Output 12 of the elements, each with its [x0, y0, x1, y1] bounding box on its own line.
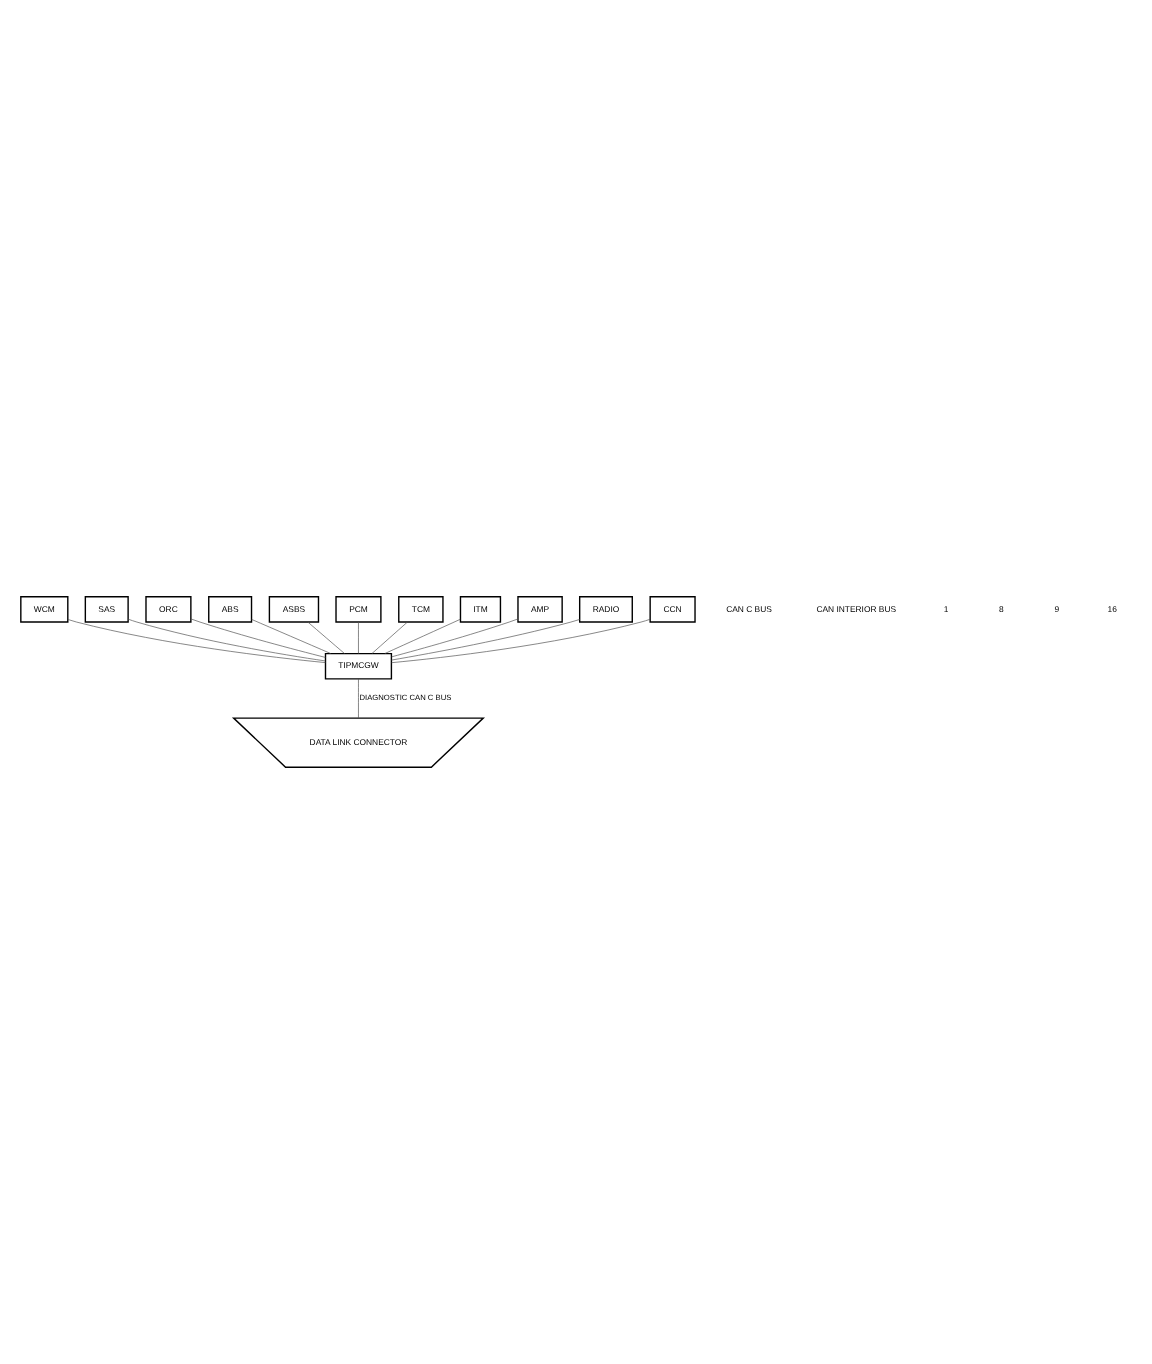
connector: [384, 618, 461, 654]
connector: [391, 618, 651, 664]
connector: [251, 619, 331, 654]
connector: [307, 621, 345, 654]
connector: [391, 618, 519, 658]
connector: [190, 618, 326, 658]
connector: [358, 621, 359, 654]
connector: [127, 618, 326, 662]
connector: [391, 619, 580, 661]
connector: [371, 621, 408, 654]
connector: [67, 619, 326, 663]
connector: [358, 678, 359, 719]
